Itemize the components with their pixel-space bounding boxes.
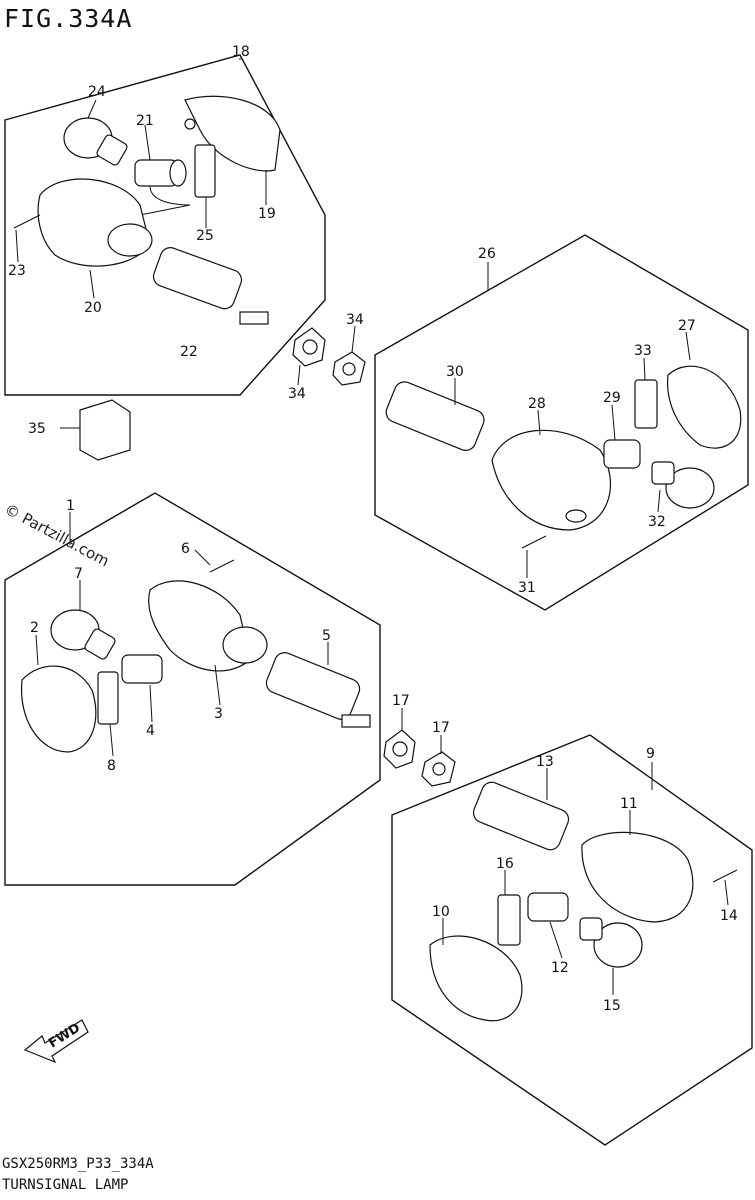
callout-9: 9 [646,746,655,762]
diagram-code: GSX250RM3_P33_334A [2,1156,154,1172]
callout-11: 11 [620,796,638,812]
screw-23 [13,214,41,229]
callout-24: 24 [88,84,106,100]
socket-29 [603,439,641,469]
callout-4: 4 [146,723,155,739]
callout-21: 21 [136,113,154,129]
callout-18: 18 [232,44,250,60]
housing-11 [581,831,694,923]
callout-2: 2 [30,620,39,636]
diagram-name: TURNSIGNAL LAMP [2,1177,129,1193]
screw-6 [209,559,235,573]
lens-27 [667,365,742,449]
callout-5: 5 [322,628,331,644]
callout-7: 7 [74,566,83,582]
callout-23: 23 [8,263,26,279]
clip-33 [634,379,658,429]
callout-3: 3 [214,706,223,722]
housing-28 [491,429,612,531]
housing-20 [37,178,153,267]
bulb-24 [63,117,128,166]
lens-10 [429,935,523,1022]
callout-16: 16 [496,856,514,872]
figure-title: FIG.334A [4,4,133,33]
screw-14 [712,869,738,883]
callout-35: 35 [28,421,46,437]
callout-30: 30 [446,364,464,380]
assembly-box-1 [4,492,381,886]
callout-17-right: 17 [432,720,450,736]
callout-1: 1 [66,498,75,514]
callout-17-left: 17 [392,693,410,709]
callout-31: 31 [518,580,536,596]
callout-32: 32 [648,514,666,530]
callout-13: 13 [536,754,554,770]
assembly-box-26 [374,234,749,611]
callout-14: 14 [720,908,738,924]
lens-19 [184,95,281,172]
clip-16 [497,894,521,946]
stem-22 [152,247,269,325]
socket-12 [527,892,569,922]
callout-22: 22 [180,344,198,360]
assembly-box-9 [391,734,753,1146]
callout-10: 10 [432,904,450,920]
fwd-arrow: FWD [23,1019,89,1064]
assembly-box-18 [4,54,326,396]
bulb-32 [651,461,715,509]
clip-25 [194,144,216,198]
callout-27: 27 [678,318,696,334]
screw-31 [521,535,547,549]
callout-34-right: 34 [346,312,364,328]
stem-30 [385,381,485,451]
callout-33: 33 [634,343,652,359]
socket-4 [121,654,163,684]
callout-29: 29 [603,390,621,406]
callout-6: 6 [181,541,190,557]
callout-26: 26 [478,246,496,262]
callout-34-left: 34 [288,386,306,402]
stem-5 [265,652,371,728]
callout-8: 8 [107,758,116,774]
callout-12: 12 [551,960,569,976]
relay-35 [60,399,131,461]
callout-28: 28 [528,396,546,412]
callout-25: 25 [196,228,214,244]
callout-19: 19 [258,206,276,222]
leader-lines [15,58,729,995]
callout-15: 15 [603,998,621,1014]
stem-13 [472,781,570,851]
bulb-7 [50,609,116,660]
clip-8 [97,671,119,725]
callout-20: 20 [84,300,102,316]
bulb-15 [579,917,643,968]
lens-2 [20,665,97,753]
socket-21 [134,159,191,216]
